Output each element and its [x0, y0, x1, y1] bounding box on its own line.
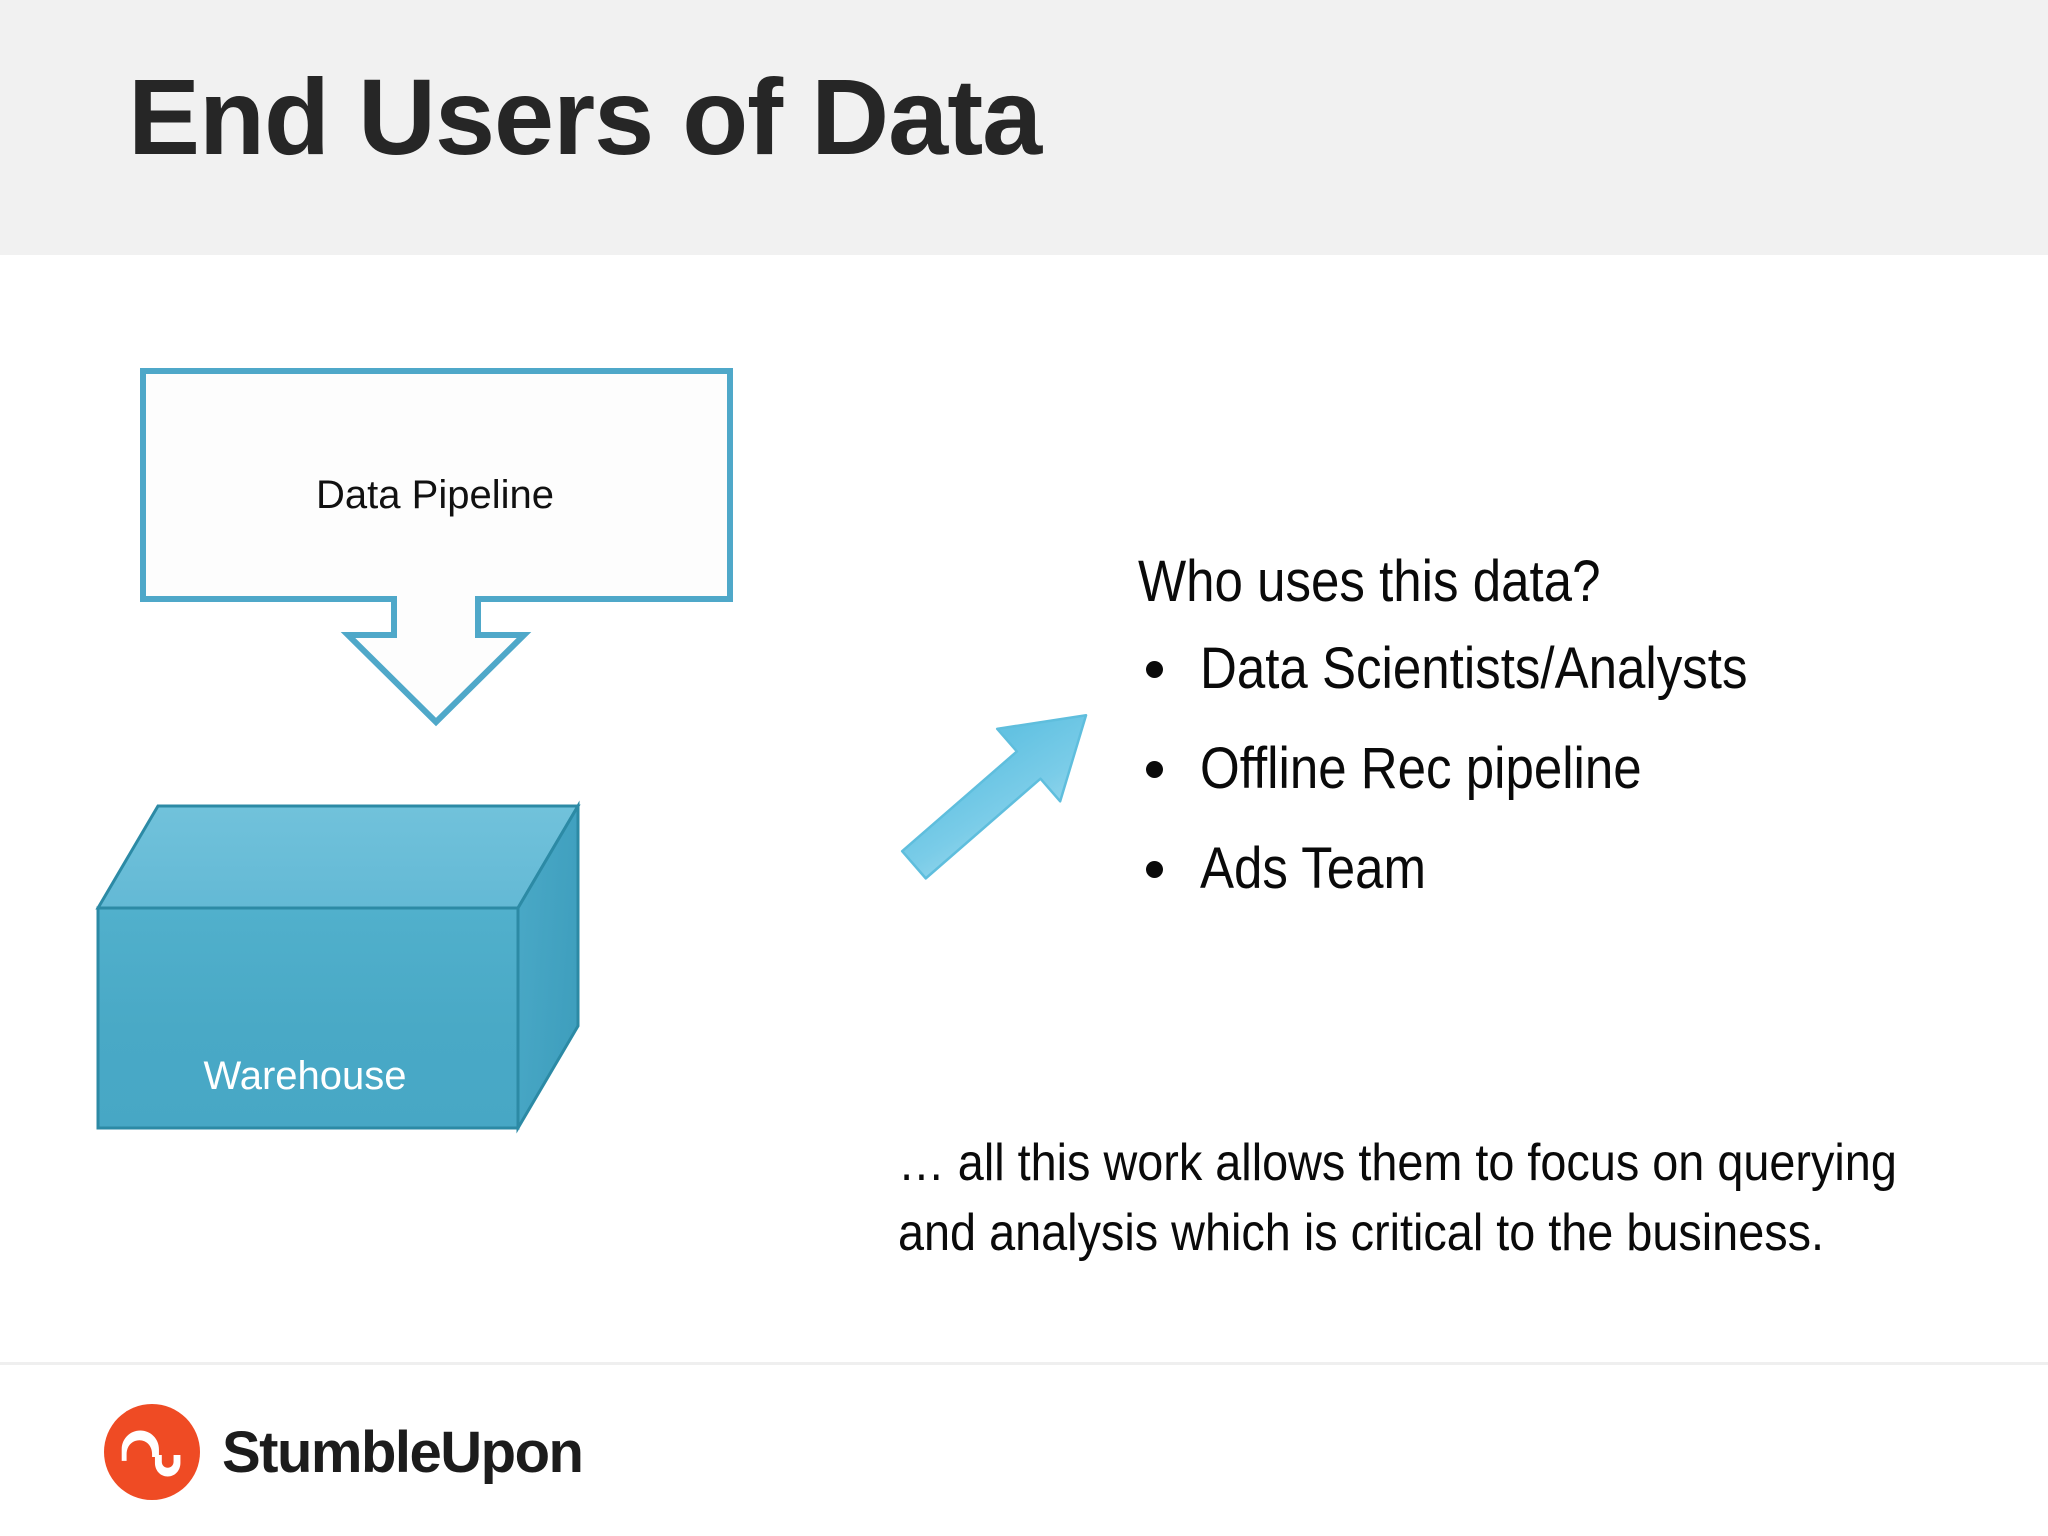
warehouse-cube-shape: [95, 800, 581, 1134]
flow-arrow-icon: [900, 713, 1088, 880]
closing-note: … all this work allows them to focus on …: [898, 1128, 2048, 1268]
closing-note-line: … all this work allows them to focus on …: [898, 1134, 1897, 1192]
list-item: Offline Rec pipeline: [1138, 728, 1822, 810]
warehouse-label: Warehouse: [203, 1054, 407, 1098]
bullet-label: Data Scientists/Analysts: [1200, 636, 1748, 701]
data-pipeline-label: Data Pipeline: [316, 473, 554, 517]
footer-divider: [0, 1362, 2048, 1365]
page-title: End Users of Data: [128, 56, 1042, 177]
bullet-dot-icon: [1146, 861, 1163, 878]
list-item: Data Scientists/Analysts: [1138, 628, 1822, 710]
bullet-dot-icon: [1146, 761, 1163, 778]
closing-note-line: and analysis which is critical to the bu…: [898, 1204, 1825, 1262]
bullet-label: Offline Rec pipeline: [1200, 736, 1642, 801]
data-pipeline-callout-shape: [140, 368, 733, 727]
brand-wordmark: StumbleUpon: [222, 1420, 584, 1485]
stumbleupon-su-logo-icon: [104, 1404, 200, 1500]
question-heading: Who uses this data?: [1138, 549, 1601, 614]
bullet-dot-icon: [1146, 661, 1163, 678]
slide-header-band: [0, 0, 2048, 255]
bullet-label: Ads Team: [1200, 836, 1427, 901]
audience-bullet-list: Data Scientists/Analysts Offline Rec pip…: [1138, 628, 1822, 928]
list-item: Ads Team: [1138, 828, 1822, 910]
